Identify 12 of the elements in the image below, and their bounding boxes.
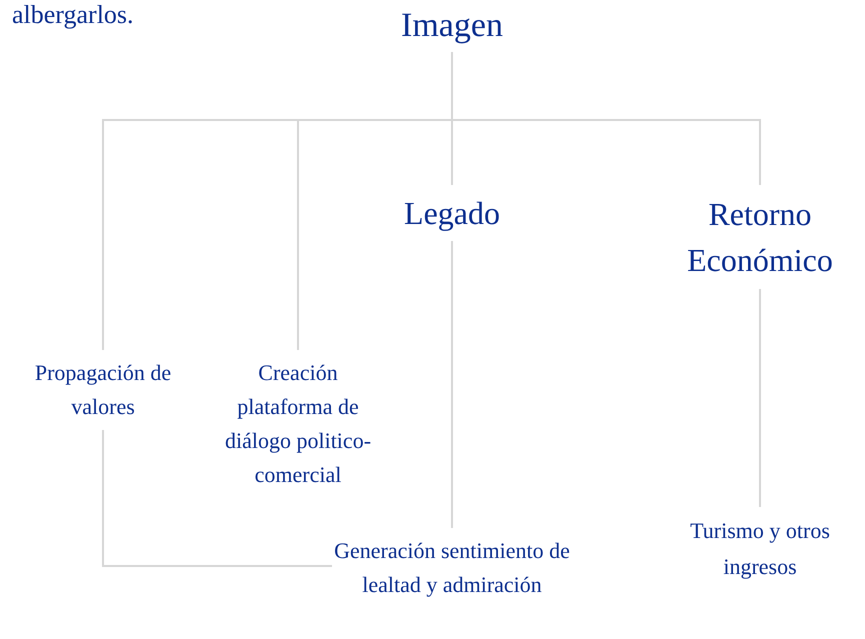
connector-line — [451, 241, 453, 528]
node-label: Turismo y otros ingresos — [660, 513, 860, 585]
connector-line — [102, 430, 332, 567]
connector-line — [451, 52, 761, 185]
node-label: Legado — [372, 191, 532, 235]
node-label: Creación plataforma de diálogo politico-comercial — [216, 356, 380, 492]
node-label: Propagación de valores — [8, 356, 198, 424]
node-label: Retorno Económico — [660, 191, 860, 283]
text-fragment: albergarlos. — [12, 1, 134, 29]
node-label: Imagen — [352, 6, 552, 46]
connector-line — [759, 289, 761, 507]
node-label: Generación sentimiento de lealtad y admiración — [332, 534, 572, 602]
